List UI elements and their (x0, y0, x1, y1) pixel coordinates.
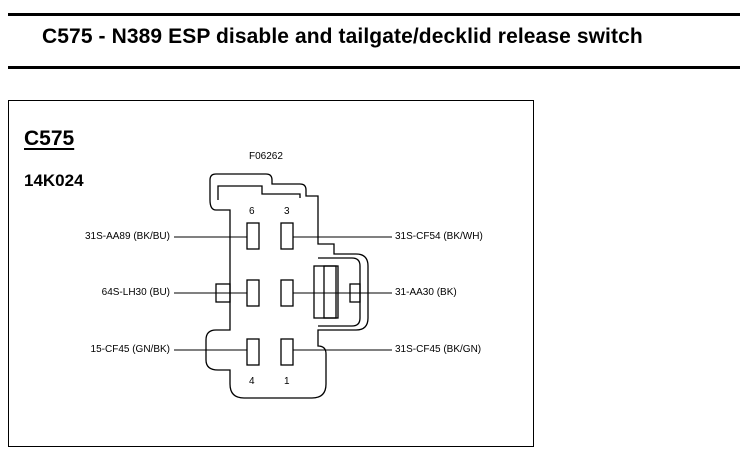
connector-part-number: 14K024 (24, 171, 84, 190)
cavity-3 (280, 222, 294, 250)
cavity-4 (246, 338, 260, 366)
right-latch-block (323, 265, 337, 319)
pin-number-4: 4 (249, 376, 255, 387)
figure-reference: F06262 (249, 151, 283, 162)
connector-id: C575 (24, 127, 75, 150)
wire-label-left-3: 15-CF45 (GN/BK) (90, 344, 170, 355)
cavity-6 (246, 222, 260, 250)
connector-outline (205, 173, 369, 399)
diagram-frame (8, 100, 534, 447)
cavity-left-mid (246, 279, 260, 307)
top-latch-inner (217, 185, 301, 200)
wire-label-left-1: 31S-AA89 (BK/BU) (84, 231, 170, 242)
right-latch-tab (313, 265, 339, 319)
header-rule-bottom (8, 66, 740, 69)
pin-number-3: 3 (284, 206, 290, 217)
pin-number-6: 6 (249, 206, 255, 217)
wire-label-left-2: 64S-LH30 (BU) (101, 287, 170, 298)
wire-label-right-3: 31S-CF45 (BK/GN) (395, 344, 482, 355)
cavity-right-mid (280, 279, 294, 307)
pin-number-1: 1 (284, 376, 290, 387)
page-title: C575 - N389 ESP disable and tailgate/dec… (42, 25, 643, 48)
cavity-1 (280, 338, 294, 366)
wire-label-right-1: 31S-CF54 (BK/WH) (395, 231, 483, 242)
header-rule-top (8, 13, 740, 16)
wire-label-right-2: 31-AA30 (BK) (395, 287, 457, 298)
